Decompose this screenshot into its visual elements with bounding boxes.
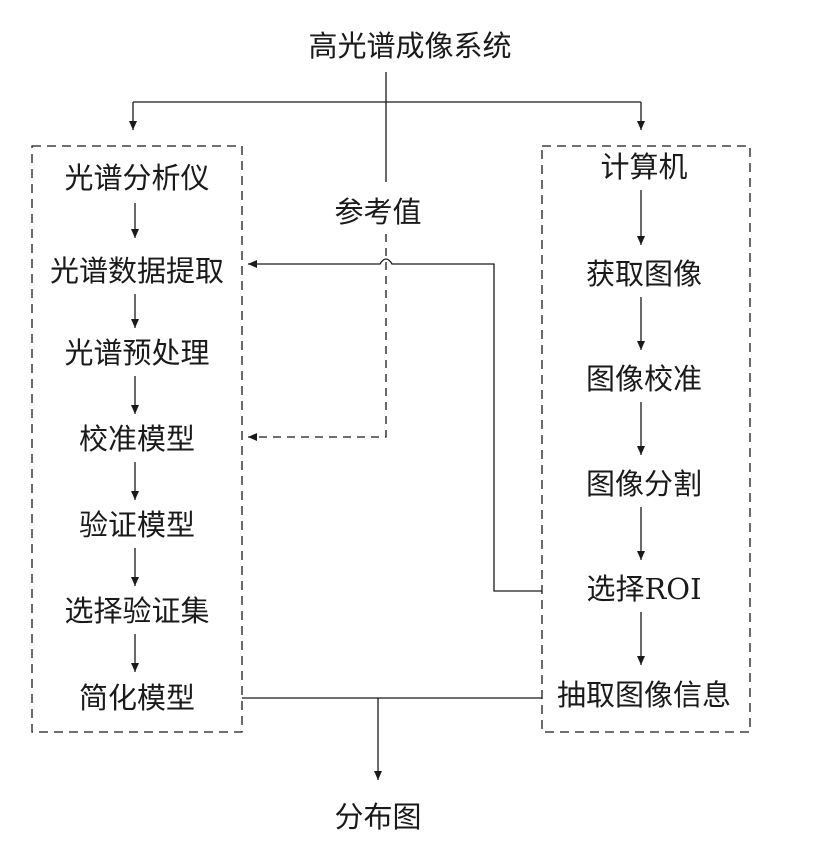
output-node: 分布图 — [334, 800, 421, 834]
spectral-node-3: 光谱预处理 — [64, 336, 209, 370]
root-node: 高光谱成像系统 — [308, 29, 511, 63]
image-node-6: 抽取图像信息 — [557, 678, 731, 712]
spectral-node-7: 简化模型 — [79, 681, 195, 715]
image-node-1: 计算机 — [600, 150, 687, 184]
spectral-node-2: 光谱数据提取 — [50, 254, 224, 288]
image-group-box — [541, 145, 751, 733]
arrow-reference-to-calibration — [248, 234, 387, 441]
image-node-5: 选择ROI — [586, 572, 701, 606]
spectral-node-6: 选择验证集 — [64, 594, 209, 628]
reference-node: 参考值 — [334, 195, 421, 229]
spectral-node-4: 校准模型 — [79, 422, 195, 456]
arrow-roi-to-extraction — [248, 258, 542, 592]
spectral-node-5: 验证模型 — [79, 508, 195, 542]
image-node-3: 图像校准 — [586, 362, 702, 396]
spectral-group-box — [31, 145, 243, 733]
image-node-2: 获取图像 — [586, 257, 702, 291]
image-node-4: 图像分割 — [586, 467, 702, 501]
spectral-node-1: 光谱分析仪 — [64, 161, 209, 195]
